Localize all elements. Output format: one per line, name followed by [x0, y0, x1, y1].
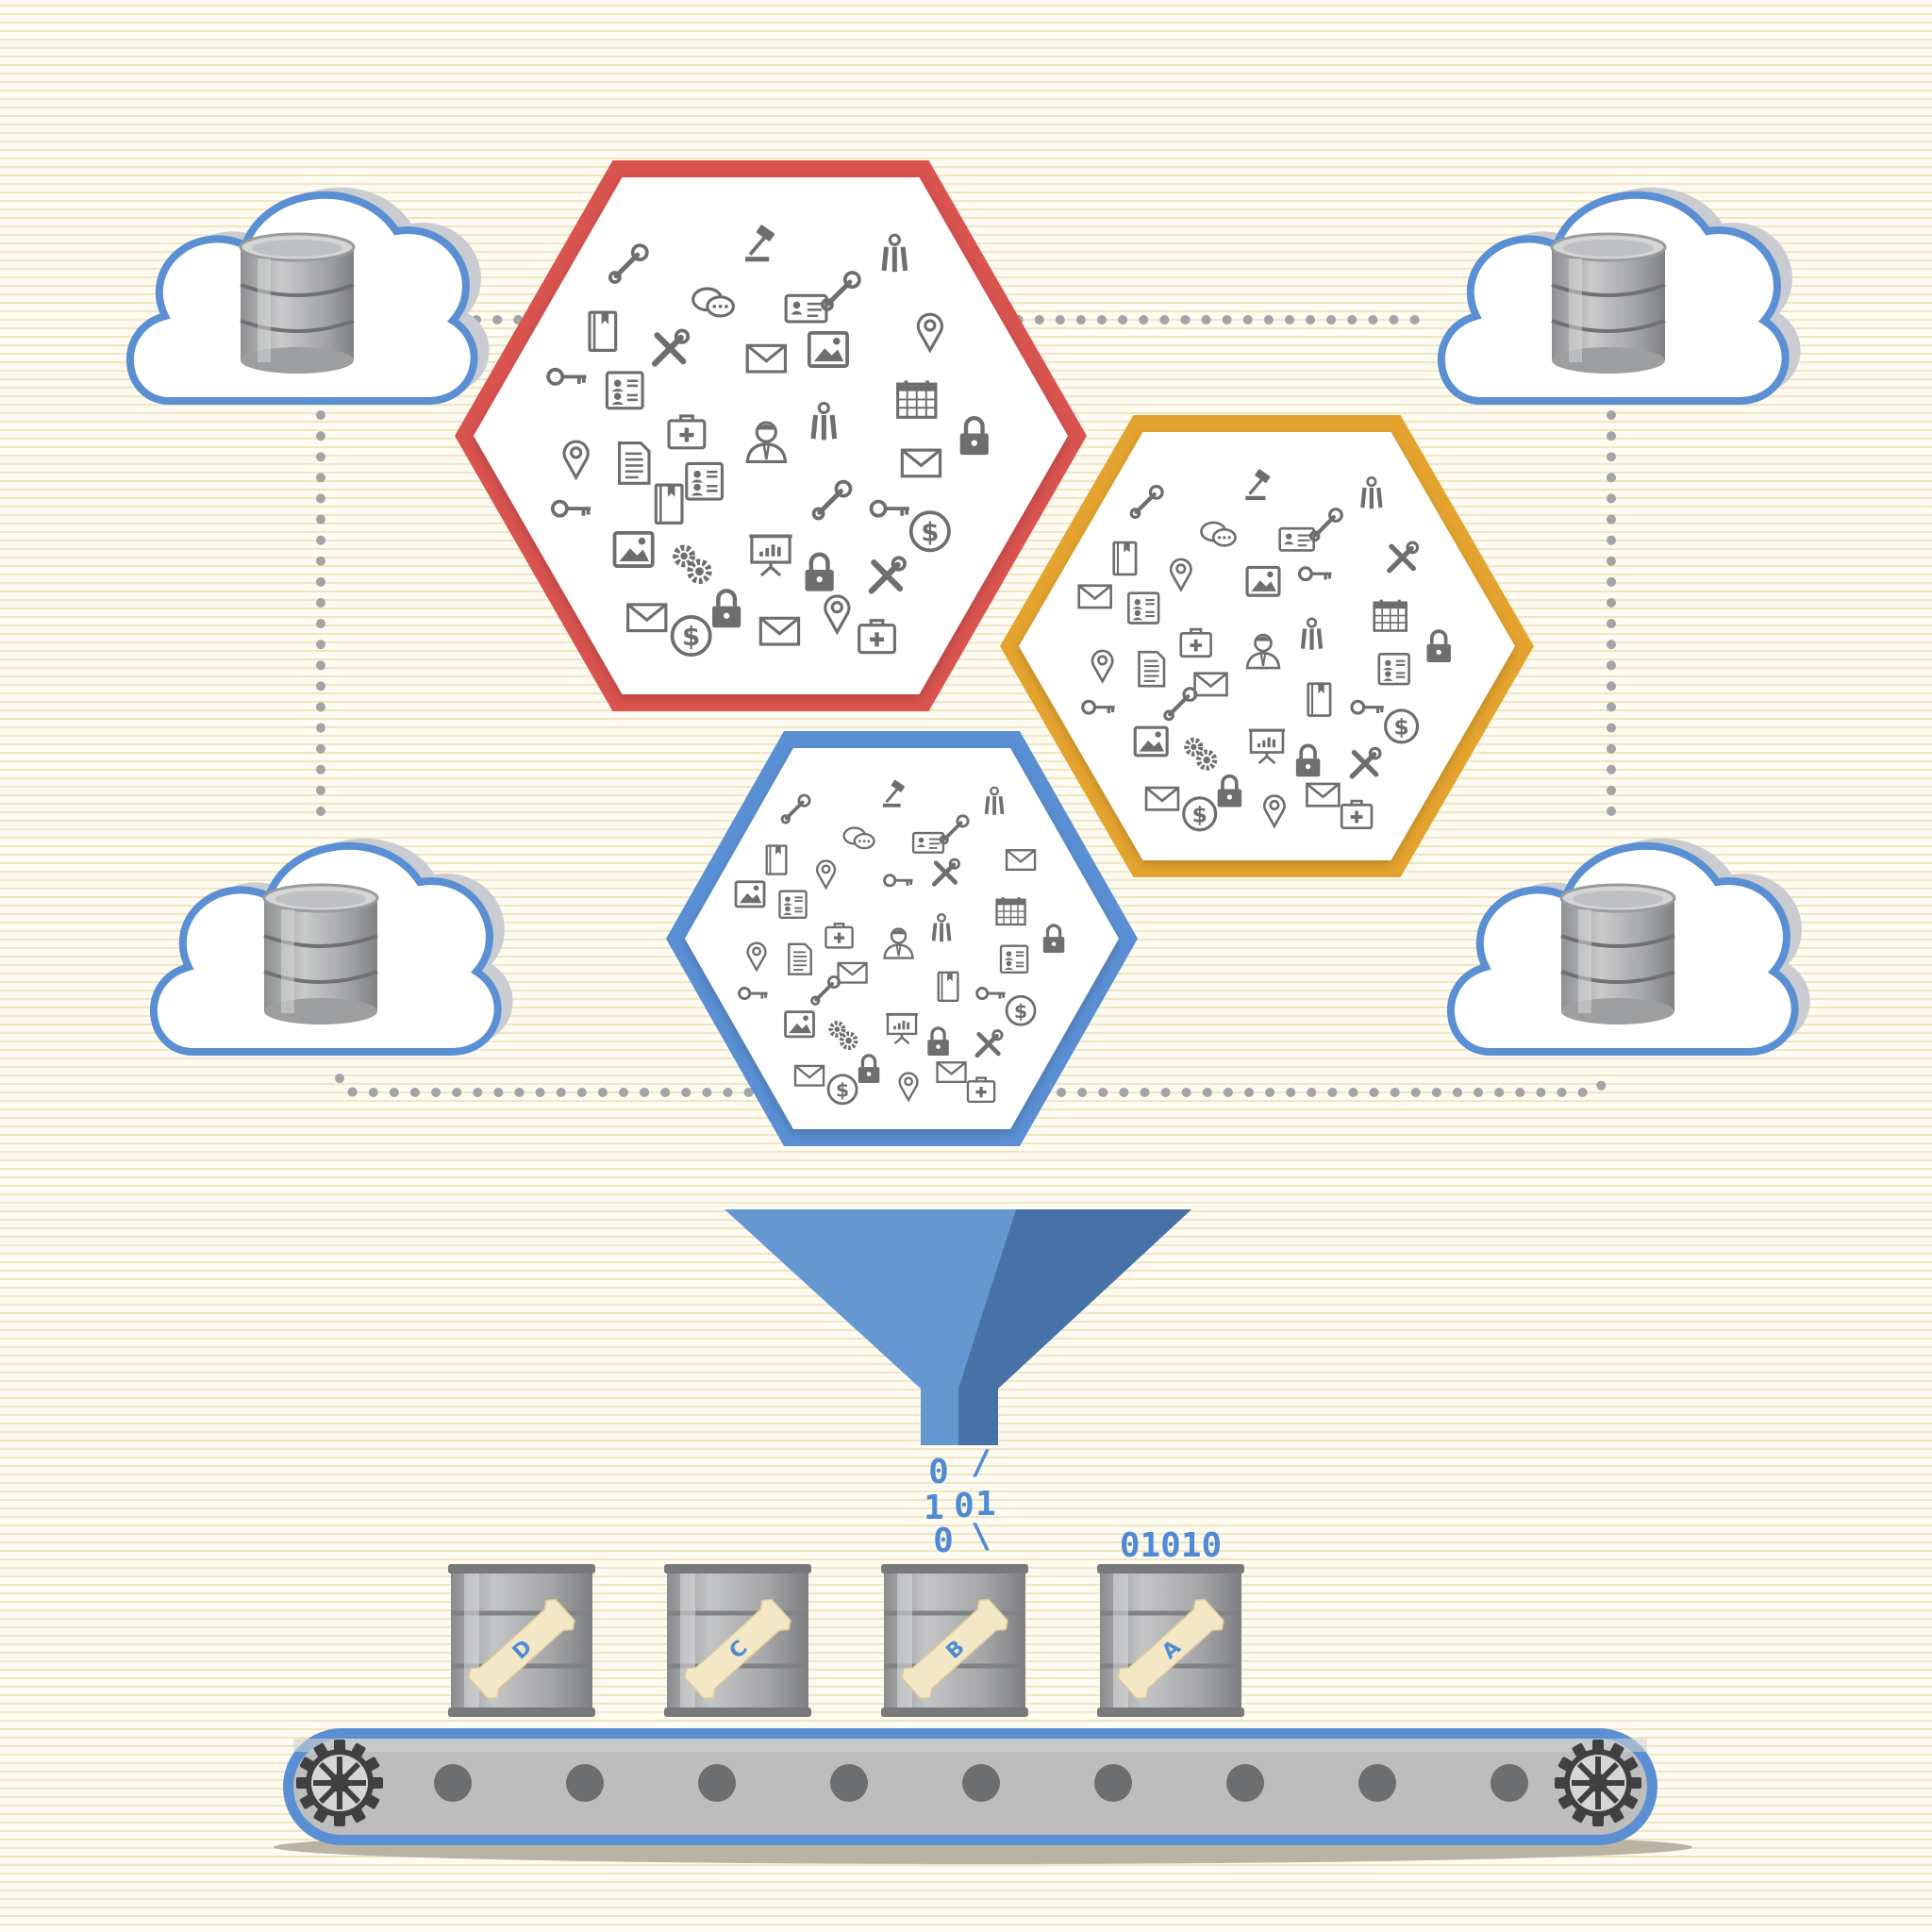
database-icon [262, 883, 379, 1026]
funnel [724, 1209, 1191, 1445]
conveyor-roller [698, 1764, 736, 1802]
hexagon-red [455, 160, 1087, 711]
hexagons-layer [455, 160, 1534, 1146]
cloud-bottom-right [1447, 838, 1810, 1057]
binary-digit: / [971, 1443, 991, 1482]
conveyor-roller [434, 1764, 472, 1802]
barrel-D: D [448, 1564, 595, 1717]
cloud-top-right [1438, 187, 1801, 406]
barrel-overflow-bits: 01010 [1120, 1526, 1222, 1565]
conveyor-roller [830, 1764, 868, 1802]
conveyor-roller [962, 1764, 1000, 1802]
binary-digit: 0 [933, 1522, 954, 1560]
hexagon-orange [1000, 415, 1534, 877]
conveyor-belt [274, 1728, 1692, 1864]
barrel-C: C [664, 1564, 811, 1717]
conveyor-roller [1358, 1764, 1396, 1802]
conveyor-roller [1491, 1764, 1528, 1802]
network-dotted-lines [316, 315, 1616, 1097]
database-icon [1550, 232, 1667, 375]
binary-digit: 1 [975, 1485, 996, 1524]
database-icon [239, 232, 356, 375]
cloud-bottom-left [150, 838, 513, 1057]
conveyor-roller [1226, 1764, 1264, 1802]
binary-digit: 0 [928, 1453, 949, 1491]
binary-digit: 0 [954, 1487, 974, 1525]
cloud-top-left [126, 187, 490, 406]
conveyor-roller [566, 1764, 604, 1802]
barrel-B: B [881, 1564, 1028, 1717]
barrel-A: A [1097, 1564, 1244, 1717]
conveyor-rollers [434, 1764, 1528, 1802]
clouds-layer [126, 187, 1810, 1057]
conveyor-roller [1094, 1764, 1132, 1802]
hexagon-blue [666, 731, 1138, 1146]
binary-digit: \ [971, 1517, 991, 1556]
binary-digit: 1 [924, 1489, 944, 1527]
database-icon [1559, 883, 1676, 1026]
